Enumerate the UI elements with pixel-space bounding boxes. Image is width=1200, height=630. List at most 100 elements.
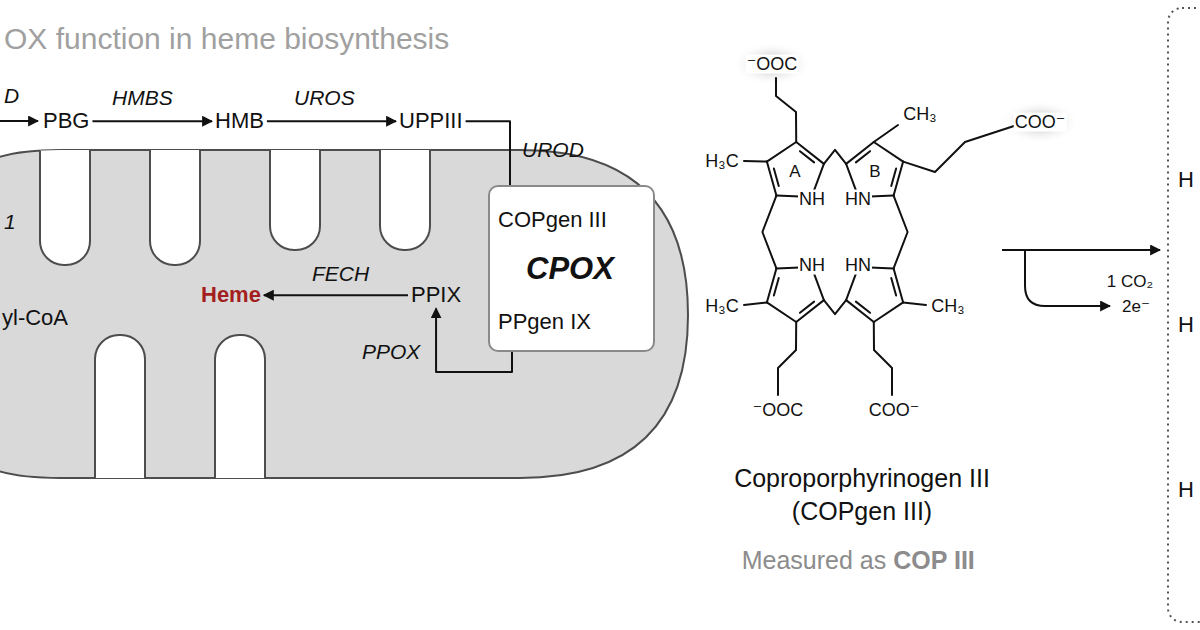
pathway-arrow — [0, 120, 38, 122]
byproduct-label: 2e⁻ — [1121, 297, 1151, 317]
pyrrole-bond — [796, 300, 824, 322]
enzyme-name: UROD — [522, 138, 584, 162]
enzyme-name: HMBS — [112, 86, 173, 110]
crista — [150, 120, 200, 265]
methyl-bond — [874, 125, 898, 142]
pyrrole-bond — [894, 162, 904, 196]
ring-letter: A — [789, 162, 800, 182]
crista — [380, 120, 430, 250]
product-box — [1168, 8, 1200, 622]
atom-label: H — [1178, 167, 1194, 192]
measurement-note: Measured as — [742, 546, 887, 575]
carboxylate: ⁻OOC — [752, 401, 805, 420]
pyrrole-bond — [767, 302, 796, 322]
methyl-group: CH₃ — [902, 105, 937, 124]
mitochondrion — [0, 120, 688, 515]
node-label: HMB — [215, 108, 264, 134]
byproduct-arrow — [1025, 250, 1110, 306]
figure-title: OX function in heme biosynthesis — [4, 22, 449, 57]
methylene-bridge — [762, 196, 776, 269]
pathway-arrow — [92, 120, 212, 122]
crista — [215, 335, 265, 515]
pyrrole-bond — [796, 142, 824, 164]
methyl-bond — [903, 302, 926, 305]
node-label: Heme — [201, 282, 261, 308]
pyrrole-bond — [874, 302, 903, 322]
pathway-arrow — [264, 294, 408, 296]
atom-label: H — [1178, 312, 1194, 337]
byproduct-label: 1 CO₂ — [1106, 272, 1154, 292]
pyrrole-bond — [767, 162, 777, 196]
methylene-bridge — [894, 196, 908, 269]
highlight-glow — [1000, 100, 1080, 144]
methylene-bridge — [824, 150, 846, 164]
methyl-group: CH₃ — [930, 297, 965, 316]
propionate-chain — [778, 322, 796, 395]
node-label: CPOX — [526, 251, 614, 287]
ring-letter: B — [869, 162, 880, 182]
pyrrole-bond — [767, 268, 777, 302]
compound-abbreviation: (COPgen III) — [792, 497, 932, 526]
metabolite: PPgen IX — [495, 309, 594, 335]
pathway-arrow — [267, 120, 396, 122]
metabolite: HMB — [212, 108, 267, 134]
double-bond — [800, 151, 814, 162]
double-bond — [800, 302, 814, 313]
enzyme-name: UROS — [294, 86, 355, 110]
crista — [270, 120, 320, 250]
double-bond — [774, 278, 779, 295]
pyrrole-bond — [894, 268, 904, 302]
product: Heme — [198, 282, 264, 308]
double-bond — [774, 169, 779, 186]
crista — [95, 335, 145, 515]
enzyme-name: FECH — [312, 262, 369, 286]
pyrrole-bond — [767, 142, 796, 162]
atom-label: H — [1178, 477, 1194, 502]
carboxylate: COO⁻ — [1014, 113, 1067, 132]
double-bond — [856, 151, 870, 162]
carboxylate: ⁻OOC — [746, 55, 799, 74]
compound-name: Coproporphyrinogen III — [734, 464, 990, 493]
propionate-chain — [903, 126, 1014, 172]
methyl-bond — [744, 160, 767, 163]
propionate-chain — [776, 78, 796, 142]
crista — [40, 120, 90, 265]
methyl-bond — [744, 302, 767, 305]
metabolite: UPPIII — [396, 108, 466, 134]
amine-group: HN — [844, 190, 872, 209]
metabolite: PPIX — [408, 282, 464, 308]
enzyme-name: 1 — [4, 210, 16, 234]
methyl-group: H₃C — [704, 152, 739, 171]
carboxylate: COO⁻ — [868, 401, 921, 420]
node-label: PPgen IX — [498, 309, 591, 335]
metabolite: COPgen III — [495, 207, 610, 233]
double-bond — [891, 278, 896, 295]
amine-group: NH — [798, 190, 826, 209]
measurement-note: COP III — [893, 546, 975, 575]
pyrrole-bond — [874, 142, 903, 162]
methyl-group: H₃C — [704, 297, 739, 316]
pyrrole-bond — [846, 300, 874, 322]
propionate-chain — [874, 322, 892, 395]
node-label: PBG — [43, 108, 89, 134]
enzyme-name: D — [4, 84, 19, 108]
coproporphyrinogen-structure — [732, 42, 1080, 395]
methylene-bridge — [824, 300, 846, 314]
node-label: COPgen III — [498, 207, 607, 233]
enzyme-name: PPOX — [362, 340, 420, 364]
enzyme-box: CPOX COPgen III PPgen IX — [488, 185, 655, 352]
amine-group: HN — [844, 256, 872, 275]
metabolite-name: yl-CoA — [2, 305, 68, 330]
double-bond — [856, 302, 870, 313]
double-bond — [891, 169, 896, 186]
pyrrole-bond — [846, 142, 874, 164]
amine-group: NH — [798, 256, 826, 275]
node-label: UPPIII — [399, 108, 463, 134]
connector-layer — [92, 121, 512, 372]
node-label: PPIX — [411, 282, 461, 308]
metabolite: PBG — [40, 108, 92, 134]
highlight-glow — [732, 42, 812, 86]
